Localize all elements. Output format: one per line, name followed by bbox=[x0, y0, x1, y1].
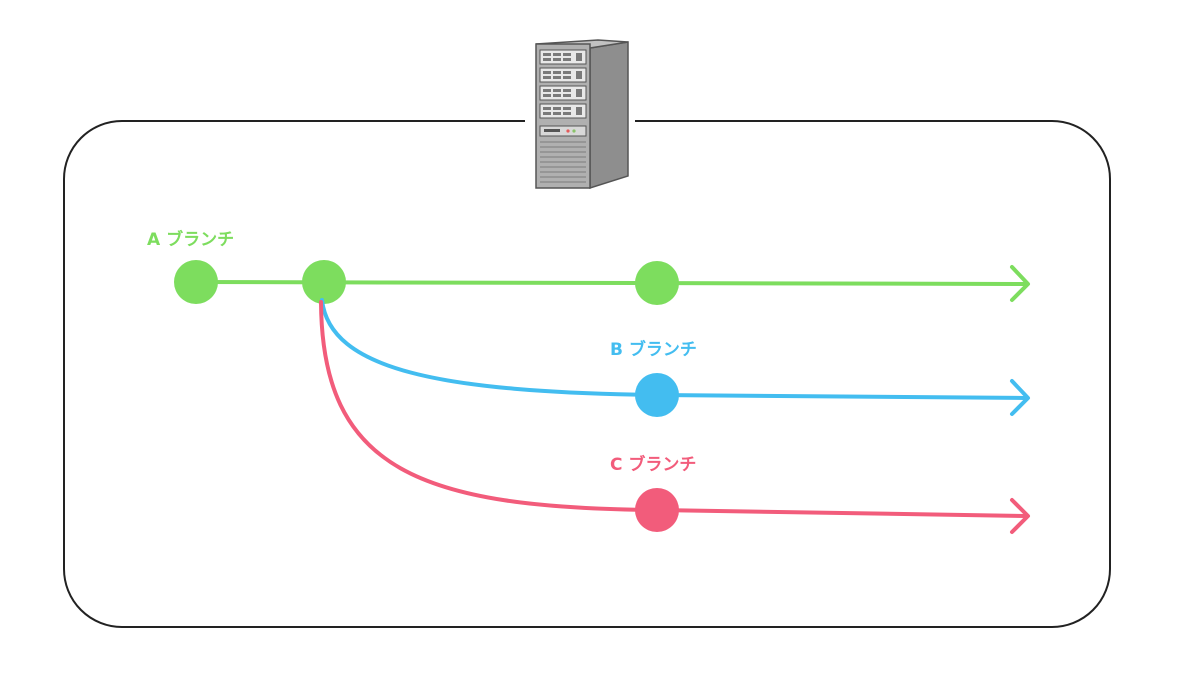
branch-a: A ブランチ bbox=[147, 229, 1030, 305]
branch-a-commit-3 bbox=[635, 261, 679, 305]
branch-a-commit-2 bbox=[302, 260, 346, 304]
branch-c-label: C ブランチ bbox=[610, 454, 696, 475]
branch-c-commit bbox=[635, 488, 679, 532]
branch-b-label: B ブランチ bbox=[610, 339, 697, 360]
branch-b: B ブランチ bbox=[320, 298, 1030, 417]
branch-a-label: A ブランチ bbox=[147, 229, 234, 250]
branch-c-line bbox=[319, 300, 1028, 518]
server-tower-icon bbox=[525, 39, 635, 190]
branch-a-arrowhead bbox=[1010, 265, 1030, 302]
branch-c-arrowhead bbox=[1010, 498, 1030, 534]
repository-frame bbox=[63, 120, 1111, 628]
branch-b-commit bbox=[635, 373, 679, 417]
branch-a-commit-1 bbox=[174, 260, 218, 304]
branch-b-arrowhead bbox=[1010, 379, 1030, 416]
branch-b-line bbox=[320, 298, 1028, 400]
branch-c: C ブランチ bbox=[319, 300, 1030, 534]
